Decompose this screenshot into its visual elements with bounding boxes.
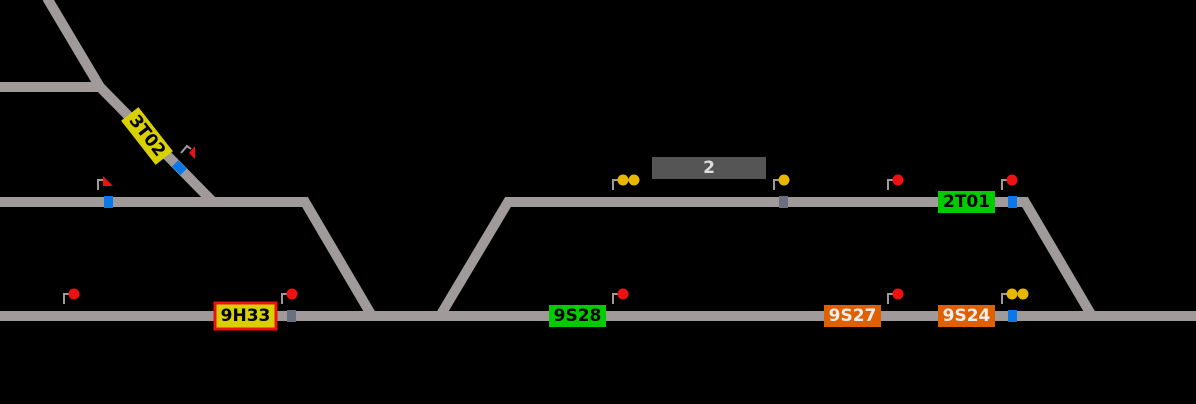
red-flag-icon: [103, 176, 113, 186]
signal-flag-red[interactable]: [97, 176, 113, 190]
signal-red[interactable]: [63, 288, 80, 305]
track-platform-loop[interactable]: [435, 197, 1097, 319]
red-flag-icon: [189, 146, 195, 159]
train-label-9S24[interactable]: 9S24: [938, 305, 995, 327]
signal-pole: [612, 179, 619, 190]
platform-2[interactable]: 2: [652, 157, 766, 179]
track-joint-marker: [287, 310, 296, 322]
train-label-9S27[interactable]: 9S27: [824, 305, 881, 327]
signal-flag-red[interactable]: [180, 144, 195, 159]
track-upper-left-branch[interactable]: [42, 0, 217, 206]
signal-pole: [773, 179, 780, 190]
track-joint-marker: [1008, 310, 1017, 322]
markers: [104, 160, 1017, 322]
signal-pole: [612, 293, 619, 304]
red-light-icon: [892, 174, 904, 186]
train-label-3T02[interactable]: 3T02: [121, 107, 173, 165]
track-joint-marker: [171, 160, 187, 176]
yellow-light-icon: [778, 174, 790, 186]
track-joint-marker: [779, 196, 788, 208]
train-labels: 3T02 9H33 9S28 9S27 9S24 2T01: [121, 107, 995, 331]
red-light-icon: [892, 288, 904, 300]
train-label-2T01[interactable]: 2T01: [938, 191, 995, 213]
signal-red[interactable]: [887, 288, 904, 305]
track-middle-left[interactable]: [0, 197, 377, 319]
red-light-icon: [1006, 174, 1018, 186]
train-label-text: 9S28: [554, 306, 602, 326]
signal-pole: [180, 144, 192, 154]
platform-label: 2: [703, 158, 715, 178]
train-label-text: 9S27: [829, 306, 877, 326]
train-label-bg: [824, 305, 881, 327]
yellow-light-icon: [1017, 288, 1029, 300]
train-label-text: 9S24: [943, 306, 991, 326]
train-label-text: 9H33: [221, 306, 271, 326]
signal-pole: [887, 293, 894, 304]
signal-pole: [63, 293, 70, 304]
platform-box: [652, 157, 766, 179]
signal-red[interactable]: [1001, 174, 1018, 191]
signal-red[interactable]: [612, 288, 629, 305]
signal-red[interactable]: [887, 174, 904, 191]
signal-pole: [1001, 179, 1008, 190]
track-joint-marker: [1008, 196, 1017, 208]
signals: [63, 144, 1029, 305]
train-label-bg: [213, 301, 278, 331]
train-label-bg: [121, 107, 173, 165]
signal-pole: [1001, 293, 1008, 304]
signal-pole: [887, 179, 894, 190]
red-light-icon: [286, 288, 298, 300]
yellow-light-icon: [1006, 288, 1018, 300]
train-label-bg: [938, 305, 995, 327]
signal-pole: [281, 293, 288, 304]
track-joint-marker: [104, 196, 113, 208]
train-label-bg: [938, 191, 995, 213]
yellow-light-icon: [617, 174, 629, 186]
train-label-text: 2T01: [943, 192, 990, 212]
tracks: [0, 0, 1196, 321]
red-light-icon: [68, 288, 80, 300]
train-label-9S28[interactable]: 9S28: [549, 305, 606, 327]
signal-yellow[interactable]: [773, 174, 790, 191]
signal-red[interactable]: [281, 288, 298, 305]
train-label-9H33[interactable]: 9H33: [213, 301, 278, 331]
signal-double-yellow[interactable]: [1001, 288, 1029, 305]
train-label-bg: [549, 305, 606, 327]
signal-double-yellow[interactable]: [612, 174, 640, 191]
yellow-light-icon: [628, 174, 640, 186]
red-light-icon: [617, 288, 629, 300]
signal-pole: [97, 179, 104, 190]
